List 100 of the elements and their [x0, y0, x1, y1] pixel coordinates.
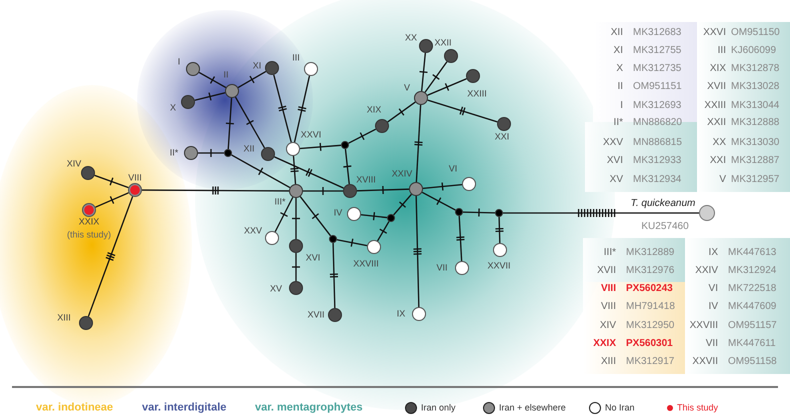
haplotype-code: XXIII [704, 101, 726, 111]
accession-number: MK312917 [626, 357, 674, 367]
haplotype-code: XIII [600, 357, 616, 367]
network-edge [273, 74, 292, 142]
haplotype-code: XXI [710, 156, 726, 166]
accession-number: MK312888 [731, 118, 780, 128]
accession-number: MK312957 [731, 175, 780, 185]
haplotype-label: VIII [128, 174, 142, 182]
haplotype-code: III* [604, 248, 616, 258]
network-edge [295, 198, 297, 239]
haplotype-code: III [718, 46, 726, 56]
haplotype-code: XXVI [703, 28, 726, 38]
accession-number: MK313028 [731, 82, 780, 92]
network-edge [336, 239, 368, 246]
network-edge [95, 192, 129, 208]
haplotype-label: XXIII [467, 90, 487, 98]
haplotype-label: IV [334, 208, 342, 218]
haplotype-code: XXVII [692, 357, 718, 367]
haplotype-label: III* [274, 198, 286, 206]
haplotype-code: I [620, 101, 623, 111]
network-edge [344, 148, 350, 184]
accession-number: OM951157 [728, 321, 777, 331]
haplotype-code: XXV [602, 138, 623, 148]
haplotype-code: XVI [606, 156, 623, 166]
haplotype-label: X [170, 104, 176, 112]
accession-label: KU257460 [641, 222, 689, 232]
haplotype-code: XXII [707, 118, 726, 128]
haplotype-label: XIII [57, 314, 71, 322]
legend-label: No Iran [605, 404, 635, 412]
haplotype-label: XIX [366, 106, 382, 114]
network-edge [228, 98, 232, 150]
network-edge [194, 92, 226, 101]
network-edge [94, 174, 129, 188]
haplotype-label: XXVII [488, 262, 510, 270]
accession-number: OM951151 [633, 82, 682, 92]
haplotype-code: VII [706, 339, 718, 349]
haplotype-label: XIV [66, 160, 82, 168]
legend-label: Iran only [421, 404, 456, 412]
haplotype-code: IX [708, 248, 718, 258]
accession-number: MK447611 [728, 339, 776, 349]
species-label: T. quickeanum [630, 199, 696, 209]
haplotype-label: XXV [244, 226, 262, 236]
haplotype-label: XX [405, 34, 417, 42]
network-edge [393, 194, 412, 216]
network-edge [498, 216, 500, 244]
haplotype-circle [699, 205, 715, 221]
haplotype-code: VIII [600, 302, 616, 312]
haplotype-label: XI [252, 62, 262, 70]
haplotype-label: II* [170, 148, 178, 158]
haplotype-label: (this study) [67, 230, 111, 240]
network-edge [422, 192, 456, 211]
haplotype-code: X [616, 64, 623, 74]
accession-number: MK313044 [731, 101, 780, 111]
network-edge [421, 52, 426, 92]
network-edge [234, 96, 266, 148]
accession-number: MN886815 [633, 138, 682, 148]
haplotype-code: II [617, 82, 623, 92]
haplotype-label: V [404, 84, 410, 92]
accession-number: KJ606099 [731, 46, 776, 56]
network-edge [292, 156, 296, 184]
accession-number: MK313030 [731, 138, 780, 148]
haplotype-label: XXI [494, 132, 510, 142]
accession-number: MK312924 [728, 266, 776, 276]
network-edge [142, 189, 289, 192]
haplotype-label: VI [448, 164, 458, 174]
network-edge [332, 242, 336, 308]
accession-number: MK447613 [728, 248, 776, 258]
network-edge [274, 156, 344, 189]
accession-number: MK312934 [633, 175, 682, 185]
accession-number: MK312683 [633, 28, 682, 38]
accession-number: MK722518 [728, 284, 776, 294]
legend-label: var. mentagrophytes [255, 402, 363, 414]
network-edge [231, 154, 290, 188]
haplotype-label: III [292, 54, 300, 62]
haplotype-label: XV [270, 284, 282, 294]
haplotype-label: XVI [306, 254, 320, 262]
legend-label: This study [677, 404, 718, 412]
haplotype-code: V [719, 175, 726, 185]
accession-number: PX560243 [626, 284, 673, 294]
network-edge [274, 196, 294, 232]
haplotype-label: XXIV [392, 170, 412, 178]
network-edge [424, 61, 448, 93]
haplotype-label: I [178, 58, 180, 66]
haplotype-code: XVII [597, 266, 616, 276]
haplotype-code: XIX [710, 64, 726, 74]
accession-number: MK312950 [626, 321, 674, 331]
network-edge [416, 196, 420, 308]
network-edge [458, 216, 462, 262]
haplotype-label: XVII [308, 310, 324, 320]
network-edge [300, 144, 342, 150]
network-edge [387, 102, 416, 122]
haplotype-code: XV [610, 175, 623, 185]
haplotype-label: XII [244, 144, 254, 154]
accession-number: MH791418 [626, 302, 675, 312]
haplotype-label: XXIX [78, 218, 100, 226]
accession-number: OM951158 [728, 357, 777, 367]
network-edge [198, 72, 226, 88]
accession-number: MK312755 [633, 46, 682, 56]
network-edge [356, 188, 410, 192]
network-edge [427, 99, 498, 123]
